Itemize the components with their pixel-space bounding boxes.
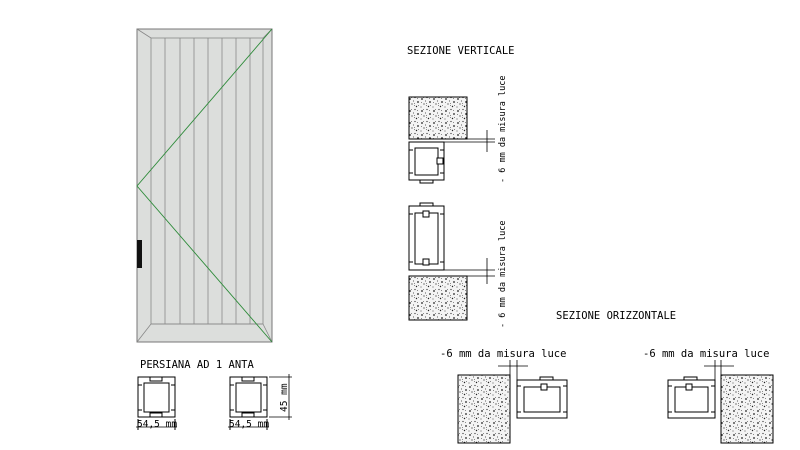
masonry-horizontal-right bbox=[720, 374, 774, 444]
shutter-slats bbox=[164, 38, 251, 324]
masonry-bottom bbox=[408, 275, 468, 321]
tolerance-marks-vertical-bottom bbox=[444, 258, 495, 284]
profile-horizontal-left bbox=[516, 376, 568, 419]
profile-vertical-top bbox=[408, 141, 445, 184]
opening-diagonal bbox=[136, 28, 273, 343]
profile-detail-right bbox=[228, 374, 292, 430]
tolerance-label-horizontal-right: -6 mm da misura luce bbox=[643, 348, 769, 360]
masonry-top bbox=[408, 96, 468, 140]
dim-height: 45 mm bbox=[279, 383, 290, 412]
tolerance-marks-vertical-top bbox=[444, 130, 495, 152]
masonry-horizontal-left bbox=[457, 374, 511, 444]
handle bbox=[137, 240, 142, 268]
tolerance-label-vertical-bottom: - 6 mm da misura luce bbox=[498, 221, 508, 328]
profile-horizontal-right bbox=[667, 376, 716, 419]
dim-width-right: 54,5 mm bbox=[229, 419, 269, 430]
tolerance-label-horizontal-left: -6 mm da misura luce bbox=[440, 348, 566, 360]
horizontal-section-title: SEZIONE ORIZZONTALE bbox=[556, 310, 676, 322]
tolerance-marks-horizontal-right bbox=[704, 360, 734, 380]
tolerance-label-vertical-top: - 6 mm da misura luce bbox=[498, 76, 508, 183]
dim-width-left: 54,5 mm bbox=[137, 419, 177, 430]
profile-detail-left bbox=[136, 376, 177, 430]
profile-vertical-bottom bbox=[408, 202, 445, 271]
shutter-title: PERSIANA AD 1 ANTA bbox=[140, 359, 254, 371]
shutter-elevation bbox=[136, 28, 273, 343]
shutter-inner-panel bbox=[150, 37, 264, 325]
tolerance-marks-horizontal-left bbox=[498, 360, 528, 380]
vertical-section-title: SEZIONE VERTICALE bbox=[407, 45, 514, 57]
